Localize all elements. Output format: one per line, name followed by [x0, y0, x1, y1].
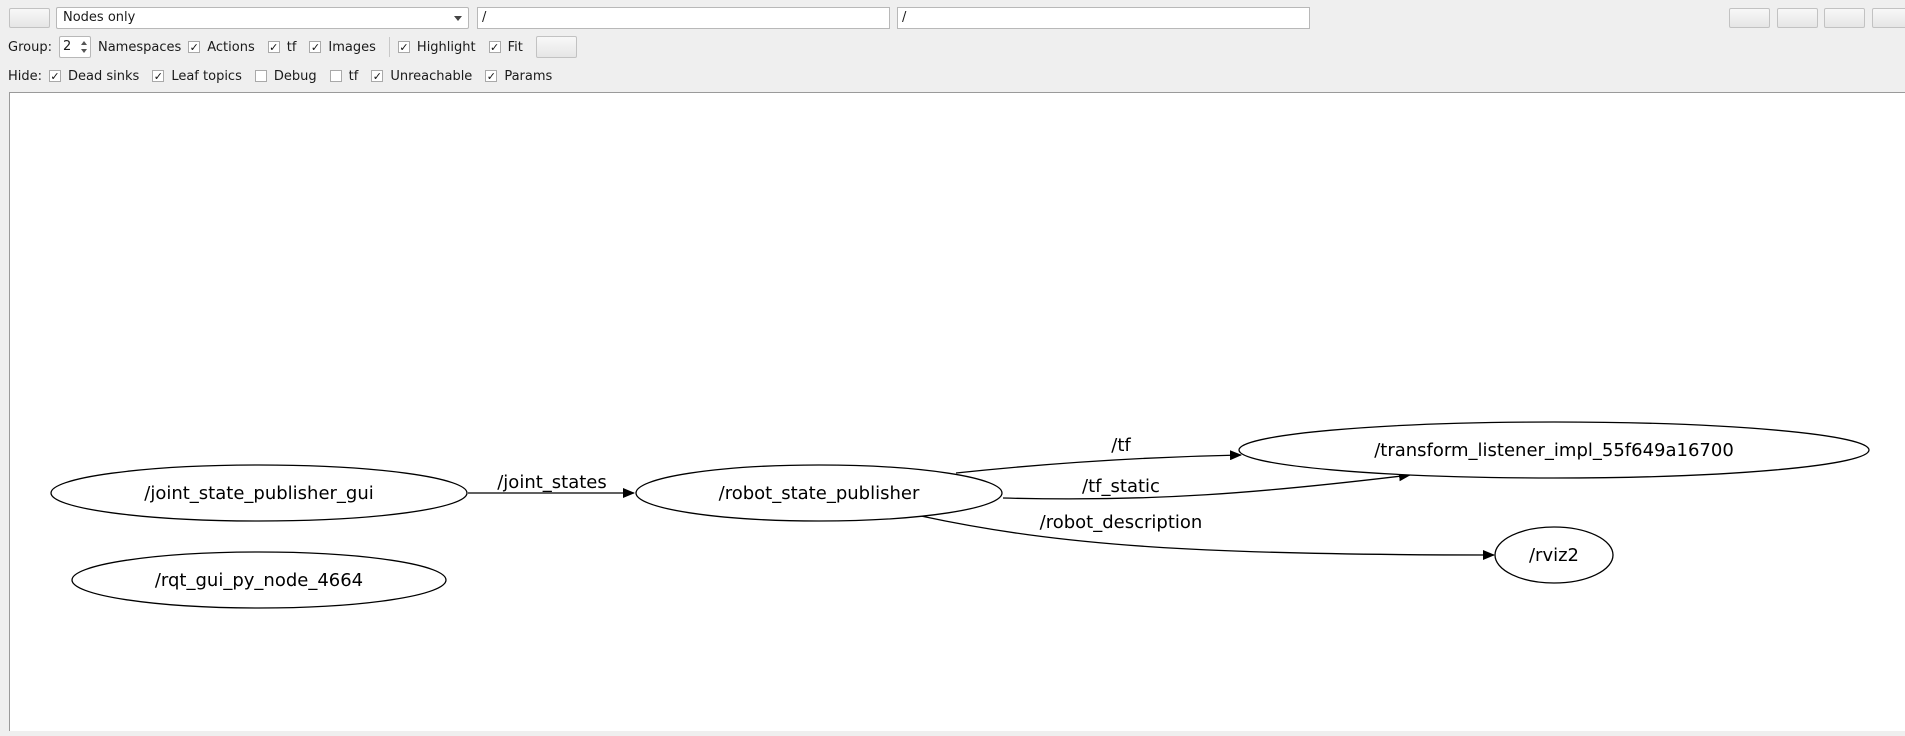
edge-label-tf: /tf: [1111, 435, 1131, 456]
unreachable-label: Unreachable: [390, 68, 473, 84]
save-svg-button[interactable]: [1824, 8, 1865, 28]
tf-group-label: tf: [286, 39, 297, 55]
topic-filter-value: /: [902, 10, 907, 25]
edge-label-joint-states: /joint_states: [497, 472, 607, 493]
images-label: Images: [328, 39, 376, 55]
node-rqt-gui-py-node[interactable]: /rqt_gui_py_node_4664: [71, 551, 447, 609]
node-transform-listener[interactable]: /transform_listener_impl_55f649a16700: [1238, 421, 1870, 479]
group-value: 2: [62, 39, 72, 54]
fit-label: Fit: [507, 39, 523, 55]
params-label: Params: [504, 68, 553, 84]
graph-mode-select[interactable]: Nodes only: [56, 7, 469, 29]
debug-label: Debug: [273, 68, 317, 84]
leaf-topics-label: Leaf topics: [171, 68, 242, 84]
toolbar-divider: [388, 37, 390, 57]
tf-hide-checkbox[interactable]: [329, 70, 342, 82]
edge-label-robot-description: /robot_description: [1040, 512, 1203, 533]
group-spinbox[interactable]: 2: [58, 36, 91, 58]
ros-graph: /joint_states /tf /tf_static /robot_desc…: [50, 421, 1870, 609]
spin-up-icon[interactable]: [80, 41, 87, 45]
graph-canvas[interactable]: /joint_states /tf /tf_static /robot_desc…: [9, 92, 1905, 731]
node-label-transform-listener: /transform_listener_impl_55f649a16700: [1374, 440, 1734, 461]
save-dot-button[interactable]: [1777, 8, 1818, 28]
debug-checkbox[interactable]: [254, 70, 267, 82]
actions-label: Actions: [207, 39, 255, 55]
topic-filter-input[interactable]: /: [897, 7, 1310, 29]
tf-group-checkbox[interactable]: ✓: [267, 40, 280, 54]
highlight-label: Highlight: [416, 39, 476, 55]
highlight-checkbox[interactable]: ✓: [397, 40, 410, 54]
leaf-topics-checkbox[interactable]: ✓: [152, 69, 165, 83]
node-filter-value: /: [482, 10, 487, 25]
namespaces-label: Namespaces: [97, 39, 182, 55]
node-label-rqt-gui-py-node: /rqt_gui_py_node_4664: [155, 570, 363, 591]
fit-checkbox[interactable]: ✓: [488, 40, 501, 54]
edge-joint-states[interactable]: /joint_states: [468, 472, 635, 498]
node-label-rviz2: /rviz2: [1529, 545, 1579, 566]
edge-tf-static[interactable]: /tf_static: [1002, 471, 1411, 500]
spin-down-icon[interactable]: [80, 49, 87, 53]
dead-sinks-checkbox[interactable]: ✓: [49, 69, 62, 83]
edge-tf[interactable]: /tf: [955, 435, 1242, 474]
hide-options-row: Hide: ✓ Dead sinks ✓ Leaf topics Debug t…: [8, 66, 559, 86]
params-checkbox[interactable]: ✓: [485, 69, 498, 83]
actions-checkbox[interactable]: ✓: [188, 40, 201, 54]
edge-label-tf-static: /tf_static: [1082, 476, 1160, 497]
node-label-robot-state-publisher: /robot_state_publisher: [719, 483, 920, 504]
images-checkbox[interactable]: ✓: [309, 40, 322, 54]
tf-hide-label: tf: [348, 68, 359, 84]
hide-label: Hide:: [8, 68, 43, 84]
node-filter-input[interactable]: /: [477, 7, 890, 29]
edge-robot-description[interactable]: /robot_description: [920, 512, 1495, 560]
graph-mode-value: Nodes only: [63, 10, 136, 25]
node-robot-state-publisher[interactable]: /robot_state_publisher: [635, 464, 1003, 522]
chevron-down-icon: [454, 16, 462, 21]
fit-in-view-button[interactable]: [535, 36, 577, 58]
refresh-button[interactable]: [9, 8, 50, 28]
node-label-joint-state-publisher-gui: /joint_state_publisher_gui: [144, 483, 374, 504]
unreachable-checkbox[interactable]: ✓: [371, 69, 384, 83]
group-options-row: Group: 2 Namespaces ✓ Actions ✓ tf ✓ Ima…: [8, 36, 577, 58]
node-rviz2[interactable]: /rviz2: [1494, 526, 1614, 584]
load-dot-button[interactable]: [1729, 8, 1770, 28]
save-image-button[interactable]: [1872, 8, 1905, 28]
node-joint-state-publisher-gui[interactable]: /joint_state_publisher_gui: [50, 464, 468, 522]
group-label: Group:: [8, 39, 52, 55]
dead-sinks-label: Dead sinks: [68, 68, 140, 84]
